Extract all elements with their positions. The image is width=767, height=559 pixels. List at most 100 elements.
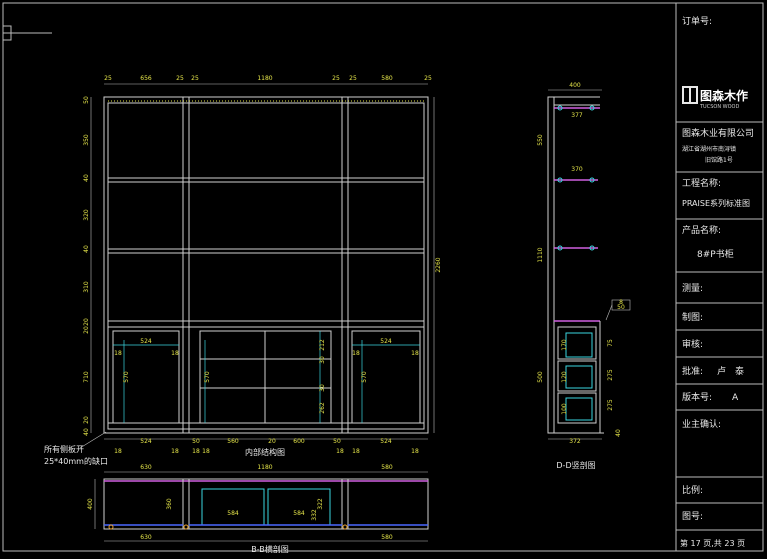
- dim-mid-height-2: 570: [361, 371, 368, 383]
- frame-marker-box: [2, 25, 12, 41]
- page-info: 第 17 页,共 23 页: [680, 538, 745, 548]
- dim-dd-left-1: 1110: [537, 247, 544, 262]
- dim-bottom-11: 18: [336, 448, 344, 455]
- dim-mid-height-6: 262: [319, 402, 326, 414]
- dim-bb-bottom-3: 580: [381, 534, 393, 541]
- dim-left-4: 40: [83, 245, 90, 253]
- dim-dd-left-0: 550: [537, 134, 544, 146]
- dd-section: [547, 89, 631, 440]
- draw-label: 制图:: [682, 311, 703, 323]
- dim-dd-left-2: 500: [537, 371, 544, 383]
- front-dimension-lines: [90, 83, 435, 440]
- dim-bottom-9: 18: [114, 448, 122, 455]
- dim-left-0: 50: [83, 96, 90, 104]
- inner-structure-title: 内部结构图: [245, 447, 285, 457]
- dim-bottom-10: 18: [171, 448, 179, 455]
- dim-bb-top-2: 580: [381, 464, 393, 471]
- version-label: 版本号:: [682, 391, 712, 403]
- dim-dd-right-0: 75: [607, 339, 614, 347]
- dim-left-10: 40: [83, 428, 90, 436]
- dim-dd-drawer-1: 120: [561, 371, 568, 383]
- approve-label: 批准:: [682, 365, 703, 377]
- front-elevation: [103, 96, 429, 434]
- dim-bb-bottom-1: 584: [227, 510, 239, 517]
- dim-top-4: 1180: [257, 75, 272, 82]
- dim-mid-inner-1: 18: [114, 350, 122, 357]
- dim-bottom-0: 524: [140, 438, 152, 445]
- dim-bb-bottom-0: 630: [140, 534, 152, 541]
- dim-top-7: 580: [381, 75, 393, 82]
- dim-left-3: 320: [83, 209, 90, 221]
- dim-top-6: 25: [349, 75, 357, 82]
- dim-left-5: 310: [83, 281, 90, 293]
- dim-dd-tag: 8: [619, 299, 623, 306]
- dim-dd-tag2: 50: [617, 304, 625, 311]
- dim-top-5: 25: [332, 75, 340, 82]
- drawing-no-label: 图号:: [682, 511, 703, 522]
- dim-dd-right-3: 40: [615, 429, 622, 437]
- dim-mid-height-1: 570: [204, 371, 211, 383]
- drawing-frame: [2, 2, 764, 552]
- dim-right-total: 2260: [435, 257, 442, 272]
- note-line-2: 25*40mm的缺口: [44, 456, 108, 466]
- logo-sub: TUCSON WOOD: [699, 104, 739, 110]
- dim-bottom-1: 50: [192, 438, 200, 445]
- logo-text: 图森木作: [700, 88, 748, 103]
- dim-mid-inner-4: 18: [352, 350, 360, 357]
- dim-bottom-8: 524: [380, 438, 392, 445]
- dd-section-title: D-D竖剖图: [556, 460, 595, 470]
- title-block: [675, 3, 763, 551]
- dim-top-1: 656: [140, 75, 152, 82]
- dim-left-9: 20: [83, 416, 90, 424]
- dim-bottom-6: 600: [293, 438, 305, 445]
- dim-left-1: 350: [83, 134, 90, 146]
- order-no-label: 订单号:: [682, 15, 712, 27]
- dim-bottom-13: 18: [411, 448, 419, 455]
- dim-bottom-5: 20: [268, 438, 276, 445]
- dim-mid-inner-0: 524: [140, 338, 152, 345]
- dim-top-8: 25: [424, 75, 432, 82]
- dim-bottom-12: 18: [352, 448, 360, 455]
- address-line-1: 湖江省湖州市南浔镇: [682, 145, 736, 153]
- dim-bb-depth-0: 400: [87, 498, 94, 510]
- dim-mid-height-3: 212: [319, 339, 326, 351]
- dim-mid-height-4: 30: [319, 356, 326, 364]
- dim-top-0: 25: [104, 75, 112, 82]
- dim-left-2: 40: [83, 174, 90, 182]
- dim-bb-top-0: 630: [140, 464, 152, 471]
- dim-top-3: 25: [191, 75, 199, 82]
- logo: 图森木作 TUCSON WOOD: [682, 86, 748, 110]
- version-value: A: [732, 393, 739, 403]
- dim-left-7: 20: [83, 326, 90, 334]
- dim-dd-drawer-2: 100: [561, 403, 568, 415]
- cyan-dimension-lines: [113, 331, 420, 423]
- dim-left-8: 710: [83, 371, 90, 383]
- dim-dd-right-1: 275: [607, 369, 614, 381]
- project-label: 工程名称:: [682, 177, 721, 189]
- dim-mid-inner-3: 524: [380, 338, 392, 345]
- bb-section-title: B-B横剖图: [251, 544, 289, 554]
- dim-bottom-2: 18: [192, 448, 200, 455]
- project-value: PRAISE系列标准图: [682, 198, 750, 208]
- owner-label: 业主确认:: [682, 418, 721, 430]
- dim-dd-inner-0: 377: [571, 112, 583, 119]
- dim-mid-inner-2: 18: [171, 350, 179, 357]
- dim-dd-right-2: 275: [607, 399, 614, 411]
- address-line-2: 旧馆路1号: [705, 156, 733, 164]
- company-name: 图森木业有限公司: [682, 127, 754, 139]
- dim-dd-top: 400: [569, 82, 581, 89]
- dim-bb-bottom-2: 584: [293, 510, 305, 517]
- dim-bb-depth-1: 360: [166, 498, 173, 510]
- dim-bb-top-1: 1180: [257, 464, 272, 471]
- dim-bottom-7: 50: [333, 438, 341, 445]
- approve-value: 卢 泰: [717, 365, 744, 377]
- dim-mid-inner-5: 18: [411, 350, 419, 357]
- note-line-1: 所有侧板开: [44, 444, 84, 454]
- dim-dd-drawer-0: 170: [561, 339, 568, 351]
- product-value: 8#P书柜: [697, 248, 734, 260]
- dim-dd-inner-1: 370: [571, 166, 583, 173]
- dim-mid-height-0: 570: [123, 371, 130, 383]
- dim-top-2: 25: [176, 75, 184, 82]
- note-leader: [79, 431, 107, 449]
